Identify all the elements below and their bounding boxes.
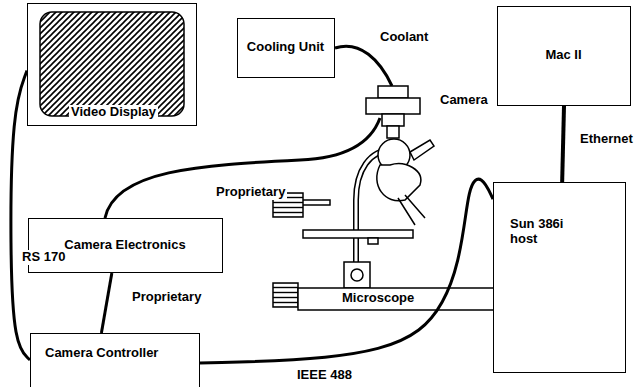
cable-label: Proprietary bbox=[214, 185, 287, 200]
cable-label: RS 170 bbox=[20, 250, 67, 265]
microscope-body bbox=[273, 139, 528, 310]
box-label: Mac II bbox=[545, 48, 581, 63]
tube-label: Coolant bbox=[378, 30, 430, 45]
cable bbox=[562, 106, 564, 182]
cooling-unit: Cooling Unit bbox=[237, 18, 335, 78]
camera-controller: Camera Controller bbox=[30, 333, 200, 387]
part-label: Microscope bbox=[340, 291, 416, 306]
cable bbox=[200, 179, 493, 363]
box-label: Cooling Unit bbox=[247, 40, 324, 55]
box-label: Sun 386i host bbox=[510, 217, 582, 247]
box-label: Video Display bbox=[69, 105, 158, 120]
camera-body bbox=[366, 86, 420, 138]
cable-label: IEEE 488 bbox=[295, 368, 354, 383]
video-display: Video Display bbox=[27, 3, 197, 126]
coolant-tube bbox=[335, 46, 392, 86]
part-label: Camera bbox=[438, 93, 490, 108]
host-computer: Mac II bbox=[497, 6, 631, 106]
cable-label: Proprietary bbox=[130, 290, 203, 305]
box-label: Camera Controller bbox=[45, 346, 158, 361]
cable bbox=[101, 273, 111, 333]
camera-cable bbox=[105, 118, 380, 218]
cable-label: Ethernet bbox=[578, 132, 635, 147]
box-label: Camera Electronics bbox=[64, 238, 185, 253]
host-computer: Sun 386i host bbox=[493, 182, 626, 373]
